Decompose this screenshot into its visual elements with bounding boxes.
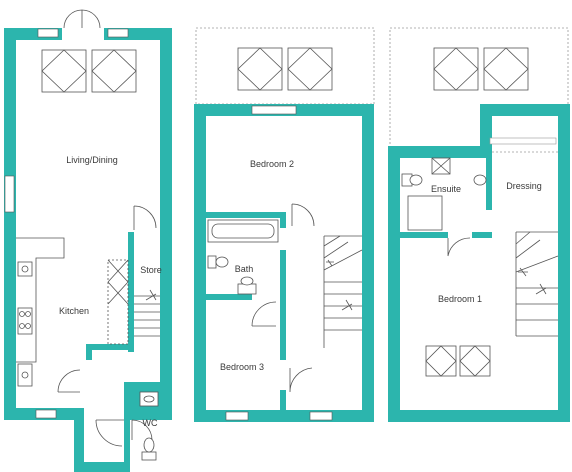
- ensuite-door: [447, 237, 471, 257]
- room-label-bedroom1: Bedroom 1: [438, 294, 482, 304]
- entrance-door: [95, 419, 124, 447]
- room-label-bedroom3: Bedroom 3: [220, 362, 264, 372]
- ensuite-partition: [400, 232, 492, 238]
- window: [107, 28, 129, 38]
- room-label-bath: Bath: [235, 264, 254, 274]
- store-door: [133, 205, 157, 230]
- window: [35, 409, 57, 419]
- bath-fittings: [207, 219, 279, 295]
- kitchen-step-wall: [86, 344, 134, 360]
- window: [225, 411, 249, 421]
- rooflight: [433, 47, 529, 91]
- rooflight: [41, 49, 137, 93]
- door-gap: [280, 360, 286, 390]
- second-floor-window: [489, 137, 557, 145]
- room-label-kitchen: Kitchen: [59, 306, 89, 316]
- room-label-store: Store: [140, 265, 162, 275]
- hall-door: [57, 369, 81, 393]
- rooflight: [425, 345, 491, 377]
- kitchen-counters: [16, 237, 129, 387]
- first-floor-doors: [251, 203, 315, 393]
- wc-partition: [124, 382, 160, 388]
- first-floor-stairs: [323, 235, 363, 348]
- room-label-bedroom2: Bedroom 2: [250, 159, 294, 169]
- room-label-living-dining: Living/Dining: [66, 155, 118, 165]
- room-label-dressing: Dressing: [506, 181, 542, 191]
- roof-terrace-outline: [195, 27, 375, 105]
- french-door-swing: [63, 9, 101, 29]
- second-floor-plan: Ensuite Dressing Bedroom 1: [388, 27, 570, 422]
- second-floor-walls: [388, 104, 570, 422]
- ground-floor-plan: Living/Dining Kitchen Store WC: [4, 9, 172, 472]
- door-gap: [252, 294, 280, 300]
- ensuite-partition: [486, 158, 492, 210]
- rooflight: [237, 47, 333, 91]
- door-gap: [448, 232, 472, 238]
- window: [4, 175, 15, 213]
- first-floor-plan: Bedroom 2 Bath Bedroom 3: [194, 27, 375, 422]
- bath-partition: [206, 212, 286, 218]
- wc-fittings: [131, 391, 159, 461]
- french-door-opening: [62, 28, 104, 40]
- ground-stairs: [134, 289, 160, 337]
- store-partition: [128, 232, 134, 352]
- second-floor-stairs: [515, 231, 559, 337]
- door-gap: [280, 228, 286, 250]
- ensuite-fittings: [401, 157, 487, 231]
- window: [37, 28, 59, 38]
- roof-terrace-outline: [389, 27, 569, 153]
- room-label-ensuite: Ensuite: [431, 184, 461, 194]
- window: [309, 411, 333, 421]
- room-label-wc: WC: [143, 418, 158, 428]
- window: [251, 105, 297, 115]
